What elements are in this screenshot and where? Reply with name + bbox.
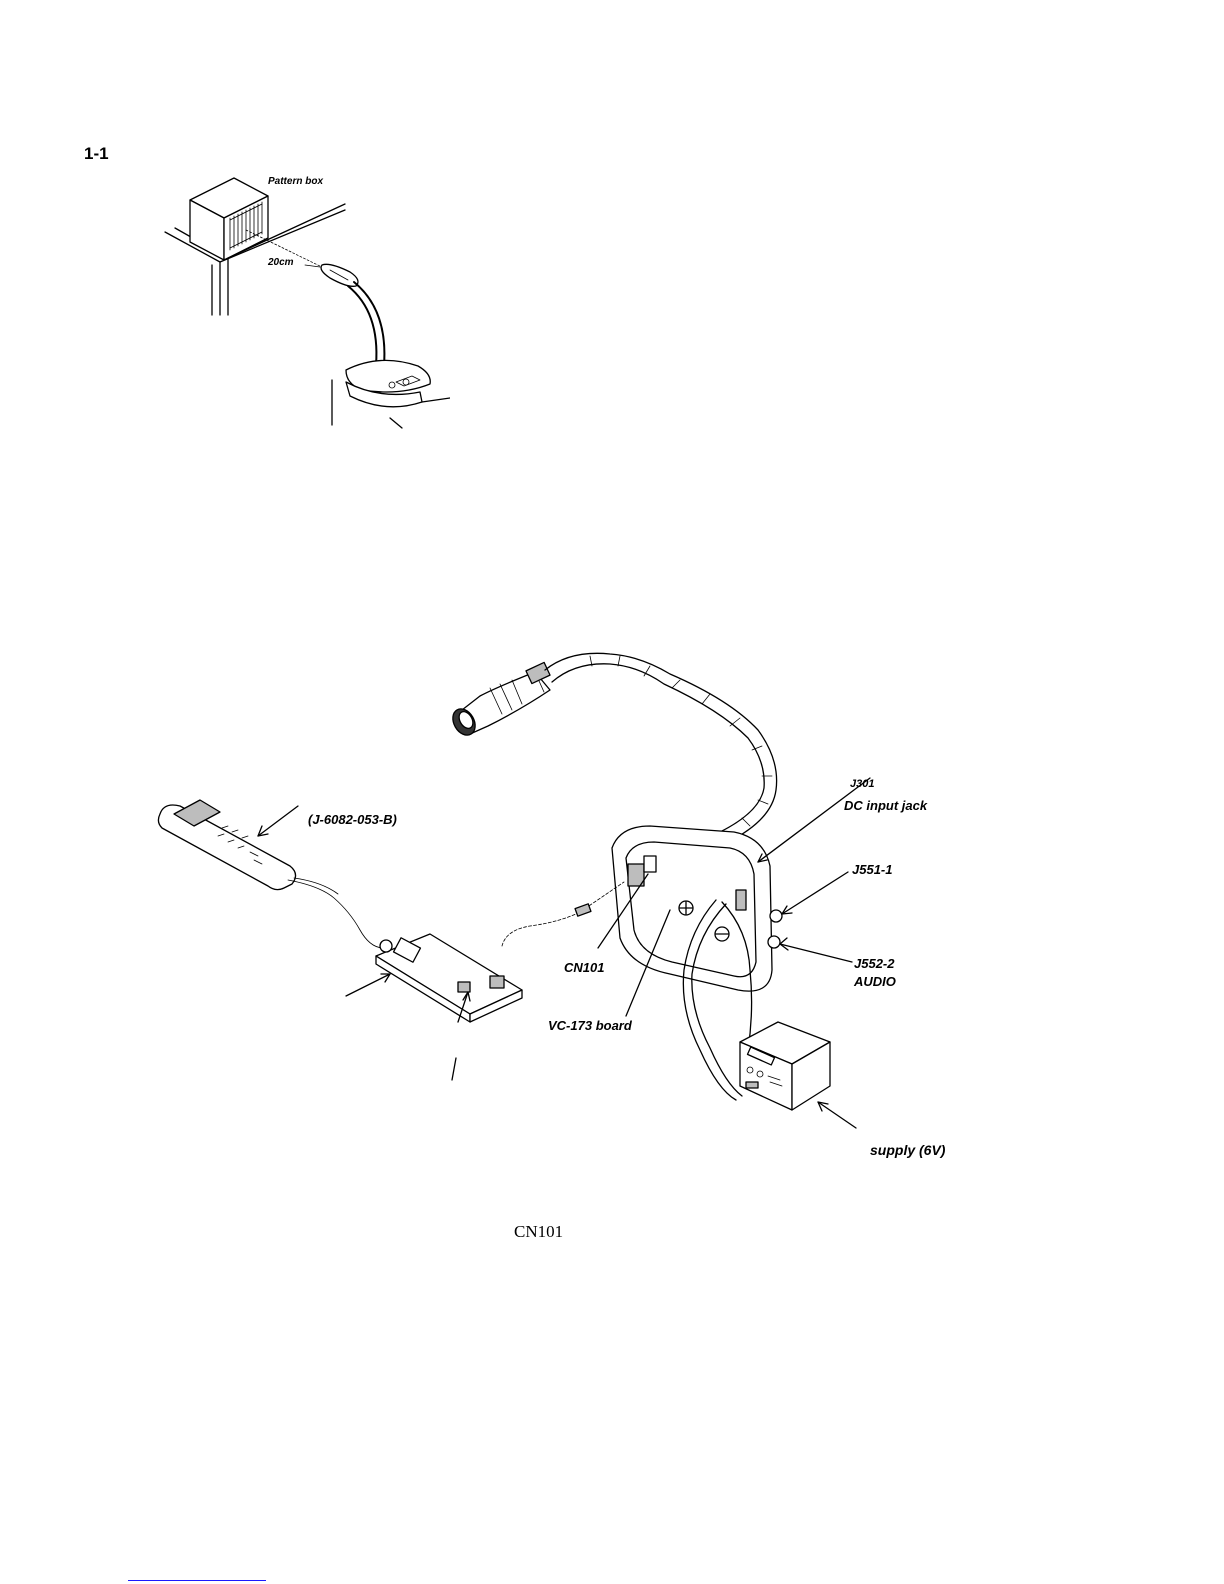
- remote-part-number-label: (J-6082-053-B): [308, 812, 397, 827]
- main-unit: [612, 826, 782, 991]
- figure-caption: CN101: [514, 1222, 563, 1242]
- remote-control: [158, 800, 295, 890]
- pattern-box-setup-drawing: [150, 170, 450, 435]
- connection-diagram-drawing: [150, 630, 1000, 1170]
- distance-label: 20cm: [268, 257, 294, 268]
- audio-label: AUDIO: [854, 974, 896, 989]
- j301-label: J301: [850, 778, 874, 790]
- power-supply-label: supply (6V): [870, 1142, 945, 1158]
- figure-connection-diagram: J301 DC input jack (J-6082-053-B) J551-1…: [150, 630, 1000, 1170]
- jig-board: [376, 934, 522, 1022]
- power-supply: [740, 1022, 830, 1110]
- cn101-diagram-label: CN101: [564, 960, 604, 975]
- j552-label: J552-2: [854, 956, 894, 971]
- figure-pattern-box-setup: Pattern box 20cm: [150, 170, 450, 435]
- vc-board-label: VC-173 board: [548, 1018, 632, 1033]
- pattern-box-label: Pattern box: [268, 176, 323, 187]
- dc-input-jack-label: DC input jack: [844, 798, 927, 813]
- section-number: 1-1: [84, 144, 109, 164]
- camera-head: [448, 662, 550, 739]
- j551-label: J551-1: [852, 862, 892, 877]
- footer-rule: [128, 1580, 266, 1581]
